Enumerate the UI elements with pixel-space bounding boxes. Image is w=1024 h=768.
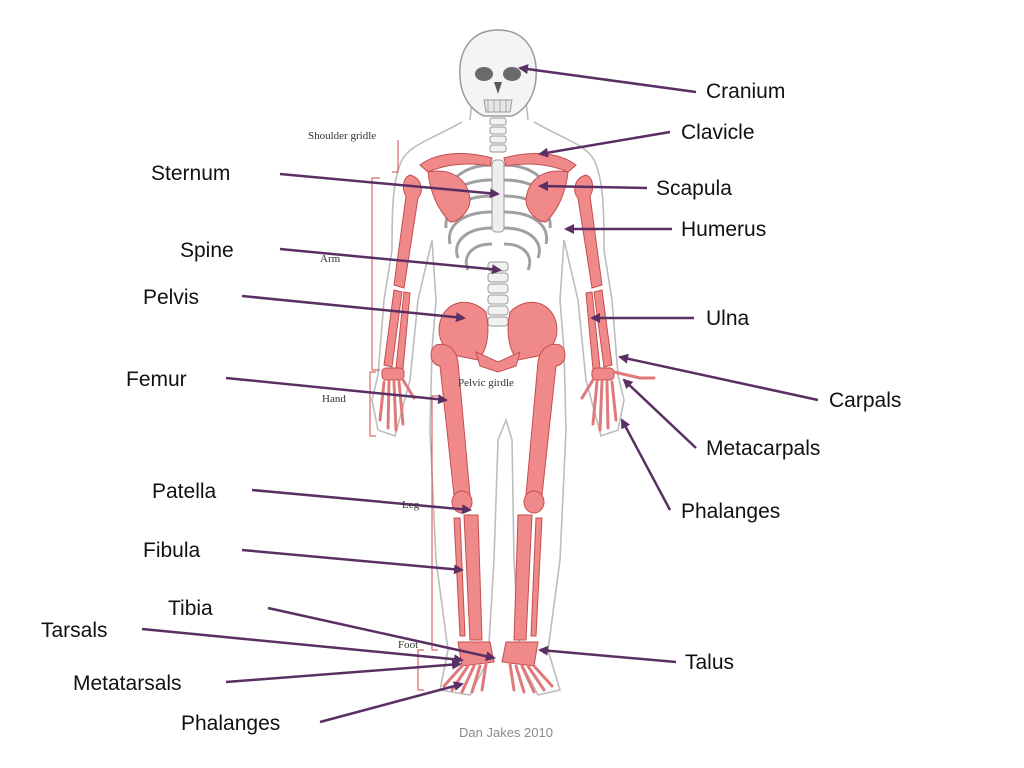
label-ulna: Ulna [706, 308, 749, 329]
label-metacarpals: Metacarpals [706, 438, 820, 459]
label-cranium: Cranium [706, 81, 785, 102]
label-femur: Femur [126, 369, 187, 390]
label-humerus: Humerus [681, 219, 766, 240]
skull [460, 30, 536, 116]
hand-bones [380, 372, 654, 430]
label-carpals: Carpals [829, 390, 901, 411]
label-tibia: Tibia [168, 598, 213, 619]
lumbar-vertebrae [488, 262, 508, 326]
label-metatarsals: Metatarsals [73, 673, 182, 694]
arrow-metacarpals [624, 380, 696, 448]
label-spine: Spine [180, 240, 234, 261]
inner-label-shoulder-girdle: Shoulder gridle [308, 131, 376, 142]
arrow-phalanges-foot [320, 684, 462, 722]
label-patella: Patella [152, 481, 216, 502]
arrow-metatarsals [226, 664, 460, 682]
label-scapula: Scapula [656, 178, 732, 199]
author-credit: Dan Jakes 2010 [459, 726, 553, 739]
arrow-phalanges-hand [622, 420, 670, 510]
neck-vertebrae [490, 118, 506, 152]
arrow-cranium [520, 68, 696, 92]
inner-label-hand: Hand [322, 394, 346, 405]
inner-label-foot: Foot [398, 640, 418, 651]
inner-label-leg: Leg [402, 500, 419, 511]
foot-bones [444, 664, 552, 692]
arrow-fibula [242, 550, 462, 570]
sternum-bone [492, 160, 504, 232]
arrow-talus [540, 650, 676, 662]
inner-label-arm: Arm [320, 254, 340, 265]
arrow-patella [252, 490, 470, 510]
arrow-pelvis [242, 296, 464, 318]
label-pelvis: Pelvis [143, 287, 199, 308]
label-fibula: Fibula [143, 540, 200, 561]
label-sternum: Sternum [151, 163, 230, 184]
leg-bones [431, 344, 565, 666]
label-phalanges-hand: Phalanges [681, 501, 780, 522]
label-talus: Talus [685, 652, 734, 673]
label-phalanges-foot: Phalanges [181, 713, 280, 734]
inner-label-pelvic-girdle: Pelvic girdle [458, 378, 514, 389]
label-clavicle: Clavicle [681, 122, 755, 143]
label-tarsals: Tarsals [41, 620, 108, 641]
